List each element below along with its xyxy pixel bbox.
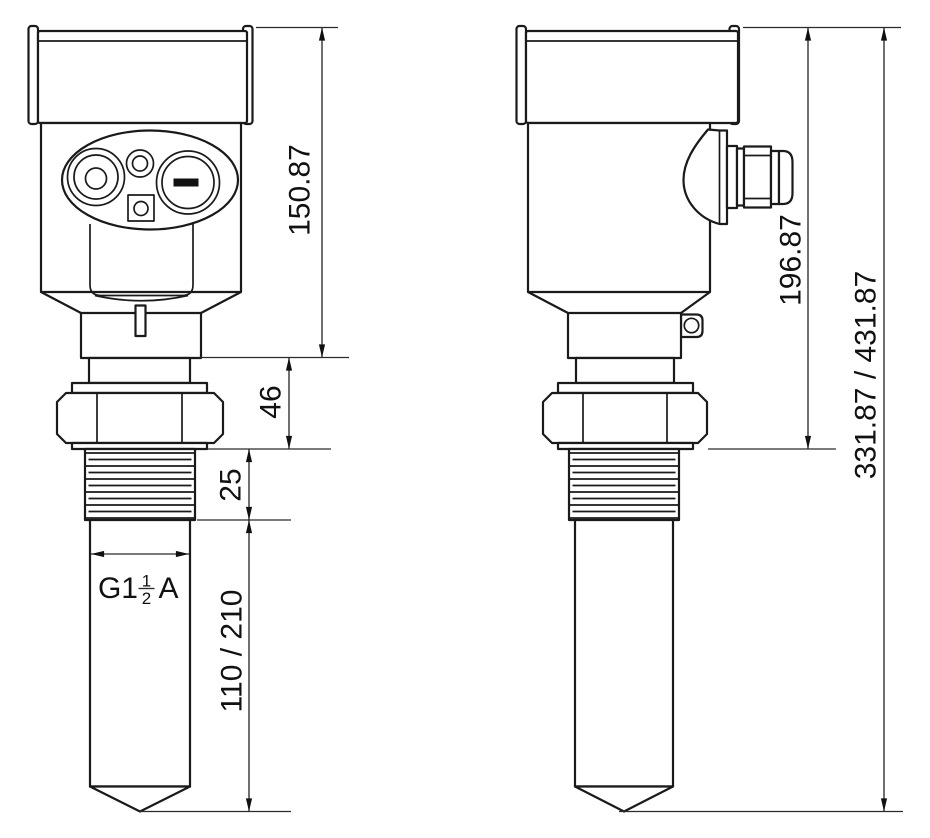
display-module-base-arc xyxy=(94,294,189,302)
thread-spec-prefix: G1 xyxy=(98,572,138,605)
thread-spec-denominator: 2 xyxy=(142,589,151,608)
side-view xyxy=(515,24,794,813)
hex-nut xyxy=(541,391,709,445)
hex-nut xyxy=(55,391,225,445)
dimension-neck-height: 46 xyxy=(208,357,331,450)
dimension-label: 196.87 xyxy=(775,214,808,306)
thread-spec-numerator: 1 xyxy=(142,572,151,591)
housing-cap xyxy=(36,29,249,125)
union-collar xyxy=(574,356,676,385)
thread-ridges xyxy=(570,452,678,519)
dimension-label: 25 xyxy=(215,468,248,501)
display-module xyxy=(89,224,194,297)
shoulder-taper-right xyxy=(200,291,242,314)
dimension-thread-length: 25 xyxy=(197,449,291,521)
button-right-outer xyxy=(155,150,221,215)
button-right-ring xyxy=(161,155,215,210)
shoulder-taper-left xyxy=(40,291,82,314)
front-view xyxy=(27,24,254,813)
thread-section xyxy=(567,447,681,522)
probe-tube xyxy=(88,518,192,788)
dimension-head-height: 150.87 xyxy=(198,26,349,359)
gland-ring xyxy=(769,149,781,206)
dimension-probe-length: 110 / 210 xyxy=(139,520,291,813)
dimension-label: 110 / 210 xyxy=(216,590,249,713)
probe-tube xyxy=(573,518,675,788)
dimension-side-height: 196.87 xyxy=(708,26,901,450)
cap-rail-left xyxy=(515,24,528,126)
shoulder-taper-left xyxy=(527,291,569,314)
connector-square-hole xyxy=(133,200,149,217)
gland-cap xyxy=(777,149,794,206)
button-right-slot xyxy=(173,178,199,187)
faceplate-oval xyxy=(60,129,240,231)
thread-spec-suffix: A xyxy=(159,572,179,605)
dimension-label: 331.87 / 431.87 xyxy=(850,271,883,480)
thread-ridges xyxy=(86,452,194,519)
dimension-thread-spec: G1 1 2 A xyxy=(91,550,189,608)
probe-tip xyxy=(573,785,675,813)
button-left-ring xyxy=(73,154,119,200)
mounting-lug-hole xyxy=(683,317,700,334)
button-left-outer xyxy=(66,147,126,207)
locating-pin xyxy=(134,304,147,338)
housing-cap xyxy=(524,29,740,125)
dimension-label: 46 xyxy=(255,385,288,418)
indicator-lamp-outer xyxy=(125,149,155,178)
dimension-total-length: 331.87 / 431.87 xyxy=(619,27,903,813)
button-left-center xyxy=(84,167,108,190)
housing-body xyxy=(526,121,712,294)
cap-rail-left xyxy=(27,24,40,126)
washer-upper xyxy=(556,381,695,395)
gland-neck xyxy=(725,144,739,210)
probe-tip xyxy=(88,785,192,813)
neck xyxy=(566,311,683,360)
washer-upper xyxy=(70,381,209,395)
union-collar xyxy=(87,356,192,385)
gland-body xyxy=(742,145,773,209)
shoulder-taper-right xyxy=(680,291,711,314)
indicator-lamp-inner xyxy=(131,155,149,172)
dimension-label: 150.87 xyxy=(284,144,317,236)
connector-square xyxy=(127,194,155,222)
